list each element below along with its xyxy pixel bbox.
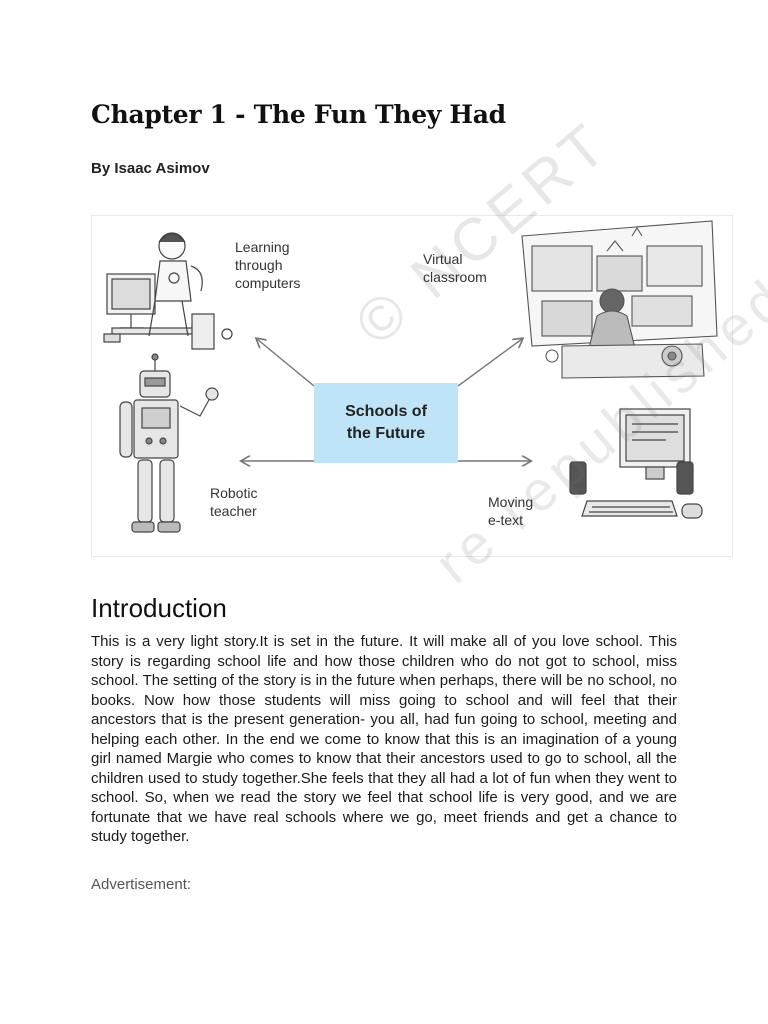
advertisement-label: Advertisement: — [91, 876, 192, 893]
section-heading-introduction: Introduction — [91, 593, 227, 623]
label-moving-e-text: Moving e-text — [488, 494, 534, 528]
center-topic-text: Schools of the Future — [345, 403, 427, 442]
arrow-lines — [242, 339, 530, 461]
label-robotic-teacher: Robotic teacher — [210, 485, 258, 519]
boy-at-computer-icon — [103, 232, 233, 350]
schools-of-future-figure: © NCERT re republished Schools of the Fu… — [91, 108, 768, 595]
author-line: By Isaac Asimov — [91, 160, 210, 177]
center-topic-box: Schools of the Future — [314, 383, 458, 463]
chapter-title: Chapter 1 - The Fun They Had — [91, 100, 506, 129]
robot-teacher-icon — [119, 353, 219, 533]
desktop-computer-icon — [569, 408, 703, 519]
child-virtual-classroom-icon — [521, 220, 718, 379]
figure-drawing — [103, 220, 718, 533]
label-virtual-classroom: Virtual classroom — [423, 251, 487, 285]
introduction-paragraph: This is a very light story.It is set in … — [91, 633, 677, 845]
label-learning-through-computers: Learning through computers — [235, 239, 301, 291]
